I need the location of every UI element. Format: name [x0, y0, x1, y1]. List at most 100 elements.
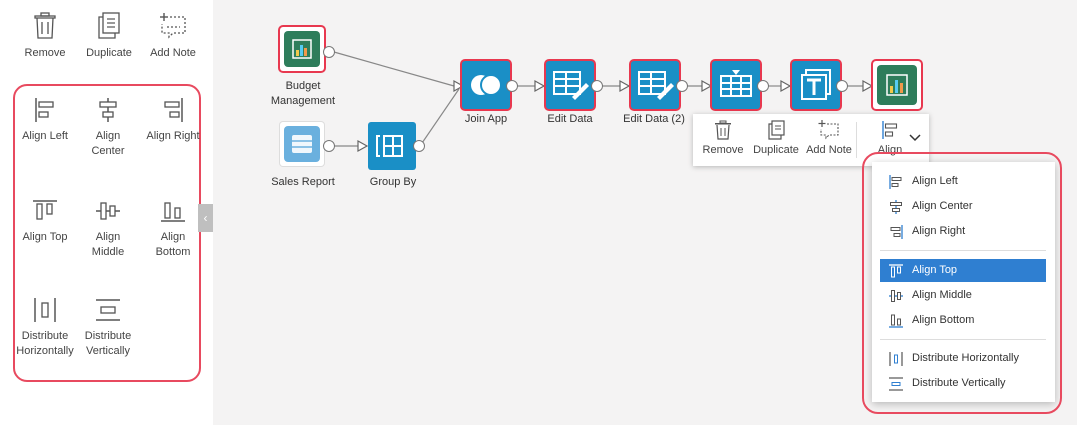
- align-top-label: Align Top: [22, 231, 68, 243]
- align-center-label-2: Center: [91, 145, 125, 157]
- distribute-vertically-icon: [96, 299, 120, 321]
- align-top-icon: [889, 264, 903, 278]
- collapse-panel-toggle[interactable]: ‹: [198, 204, 213, 232]
- table-icon: [720, 70, 752, 97]
- edge-group-join: [419, 88, 460, 147]
- menu-align-right-label: Align Right: [912, 225, 966, 237]
- chevron-down-icon[interactable]: [909, 134, 921, 142]
- ctx-duplicate-button[interactable]: Duplicate: [749, 120, 803, 156]
- budget-label-line-2: Management: [270, 95, 336, 107]
- align-menu-highlight: [862, 152, 1062, 414]
- edit-table-icon: [553, 71, 589, 100]
- menu-align-center[interactable]: Align Center: [880, 195, 1046, 218]
- align-bottom-icon: [889, 314, 903, 328]
- edge-arrow: [453, 79, 465, 93]
- menu-align-left[interactable]: Align Left: [880, 170, 1046, 193]
- menu-align-top[interactable]: Align Top: [880, 259, 1046, 282]
- budget-management-node[interactable]: [280, 27, 324, 71]
- distribute-vertically-label-2: Vertically: [85, 345, 131, 357]
- output-port[interactable]: [757, 80, 769, 92]
- menu-distribute-horizontally[interactable]: Distribute Horizontally: [880, 347, 1046, 370]
- align-right-label: Align Right: [146, 130, 200, 142]
- output-port[interactable]: [323, 46, 335, 58]
- output-port[interactable]: [413, 140, 425, 152]
- edge-arrow: [701, 79, 713, 93]
- distribute-horizontally-label-2: Horizontally: [16, 345, 74, 357]
- edge-arrow: [357, 139, 369, 153]
- join-icon: [471, 74, 502, 96]
- add-note-icon: [818, 120, 839, 140]
- align-tools-highlight: [13, 84, 201, 382]
- edit-table-icon: [638, 71, 674, 100]
- table-node[interactable]: [712, 61, 760, 109]
- trash-icon: [715, 120, 731, 140]
- edge-budget-join: [333, 51, 455, 87]
- chart-node[interactable]: [873, 61, 921, 109]
- menu-align-right[interactable]: Align Right: [880, 220, 1046, 243]
- edit-data-2-label: Edit Data (2): [623, 113, 685, 125]
- text-node[interactable]: [792, 61, 840, 109]
- chart-app-icon: [877, 65, 917, 105]
- report-icon: [284, 126, 320, 162]
- align-right-icon: [890, 225, 903, 239]
- align-right-button[interactable]: Align Right: [143, 97, 203, 144]
- distribute-vertically-button[interactable]: Distribute Vertically: [80, 297, 136, 359]
- output-port[interactable]: [676, 80, 688, 92]
- align-left-button[interactable]: Align Left: [17, 97, 73, 144]
- menu-align-middle-label: Align Middle: [912, 289, 972, 301]
- align-bottom-label-1: Align: [160, 231, 186, 243]
- align-top-icon: [33, 200, 57, 220]
- align-left-icon: [882, 121, 898, 139]
- menu-align-middle[interactable]: Align Middle: [880, 284, 1046, 307]
- align-left-label: Align Left: [22, 130, 68, 142]
- distribute-vertically-icon: [889, 377, 903, 391]
- edge-arrow: [619, 79, 631, 93]
- ctx-remove-button[interactable]: Remove: [699, 120, 747, 156]
- ctx-align-button[interactable]: Align: [870, 120, 910, 156]
- align-right-icon: [164, 98, 183, 122]
- menu-align-center-label: Align Center: [912, 200, 973, 212]
- remove-label: Remove: [24, 47, 66, 59]
- chevron-left-icon: ‹: [203, 211, 208, 225]
- group-by-node[interactable]: [368, 122, 416, 170]
- align-middle-label-2: Middle: [91, 246, 125, 258]
- edge-arrow: [534, 79, 546, 93]
- sales-report-label: Sales Report: [271, 176, 335, 188]
- edit-data-label: Edit Data: [547, 113, 593, 125]
- output-port[interactable]: [506, 80, 518, 92]
- output-port[interactable]: [323, 140, 335, 152]
- align-bottom-icon: [161, 202, 185, 222]
- align-center-button[interactable]: Align Center: [80, 97, 136, 159]
- add-note-button[interactable]: Add Note: [145, 12, 201, 61]
- output-port[interactable]: [836, 80, 848, 92]
- edit-data-node[interactable]: [546, 61, 594, 109]
- duplicate-label: Duplicate: [86, 47, 132, 59]
- menu-distribute-vertically-label: Distribute Vertically: [912, 377, 1006, 389]
- edit-data-2-node[interactable]: [631, 61, 679, 109]
- join-app-label: Join App: [464, 113, 508, 125]
- align-top-button[interactable]: Align Top: [17, 198, 73, 245]
- remove-button[interactable]: Remove: [20, 12, 70, 61]
- align-left-icon: [889, 175, 902, 189]
- menu-distribute-vertically[interactable]: Distribute Vertically: [880, 372, 1046, 395]
- distribute-horizontally-label-1: Distribute: [21, 330, 69, 342]
- align-bottom-button[interactable]: Align Bottom: [145, 198, 201, 260]
- distribute-horizontally-button[interactable]: Distribute Horizontally: [14, 297, 76, 359]
- distribute-vertically-label-1: Distribute: [84, 330, 132, 342]
- output-port[interactable]: [591, 80, 603, 92]
- menu-align-bottom[interactable]: Align Bottom: [880, 309, 1046, 332]
- duplicate-icon: [98, 12, 120, 39]
- join-app-node[interactable]: [462, 61, 510, 109]
- group-by-label: Group By: [369, 176, 417, 188]
- align-middle-button[interactable]: Align Middle: [80, 198, 136, 260]
- context-toolbar: Remove Duplicate Add Note Align: [693, 114, 929, 166]
- ctx-add-note-button[interactable]: Add Note: [803, 120, 855, 156]
- duplicate-button[interactable]: Duplicate: [83, 12, 135, 61]
- menu-align-left-label: Align Left: [912, 175, 958, 187]
- budget-label-line-1: Budget: [285, 80, 321, 92]
- menu-align-top-label: Align Top: [912, 264, 958, 276]
- sales-report-node[interactable]: [280, 122, 324, 166]
- ctx-add-note-label: Add Note: [806, 144, 852, 156]
- left-toolbox-panel: Remove Duplicate Add Note Align Left: [0, 0, 213, 425]
- menu-distribute-horizontally-label: Distribute Horizontally: [912, 352, 1019, 364]
